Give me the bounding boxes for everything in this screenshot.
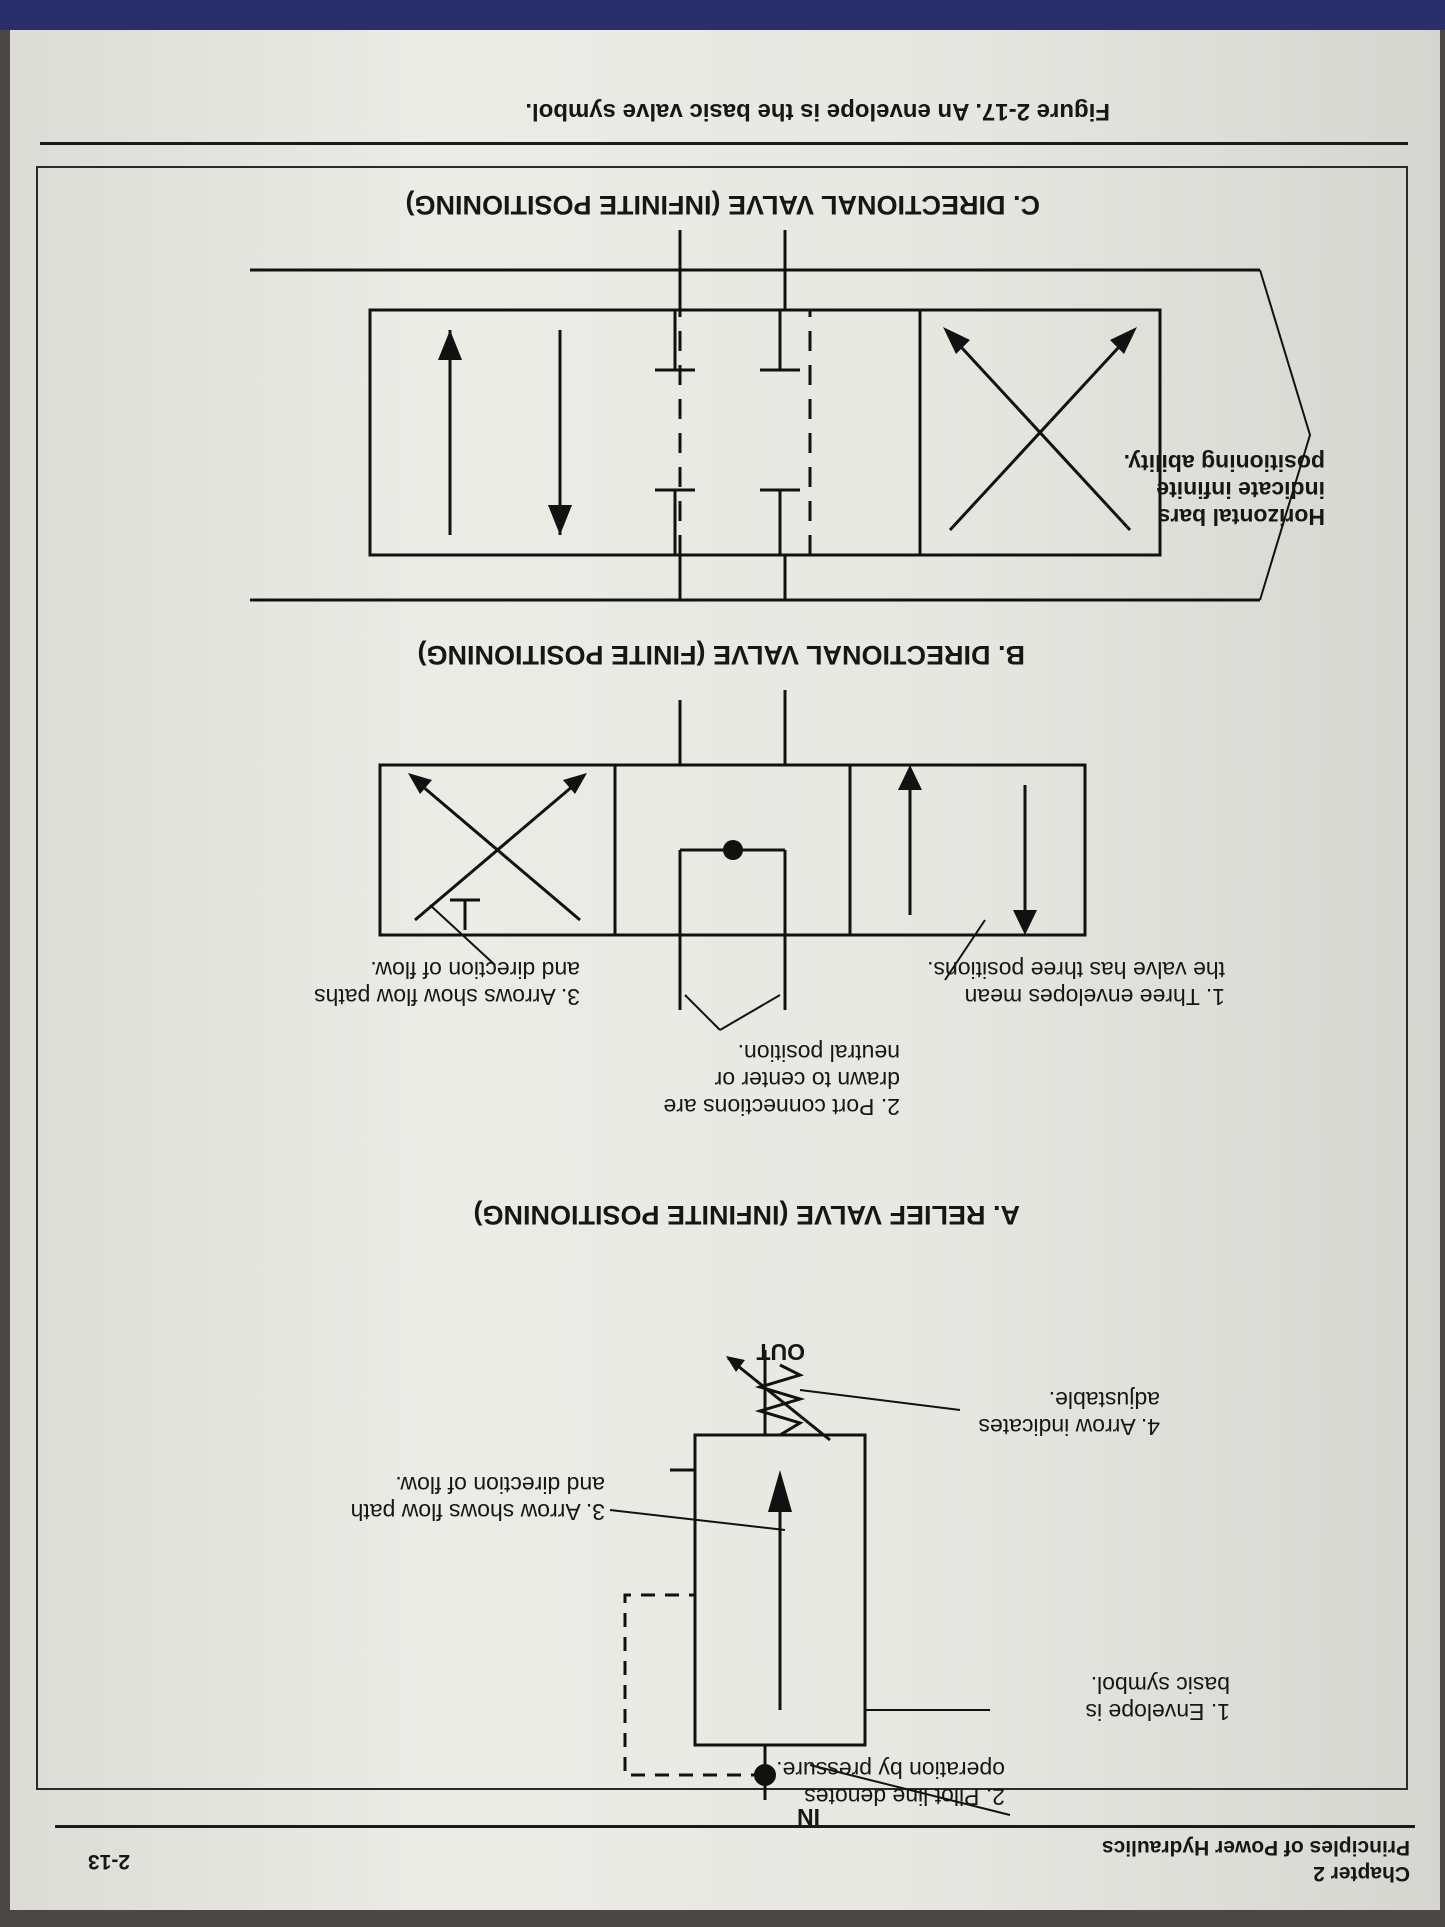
leader-b3 [429,904,496,966]
leader-a2 [809,1764,1011,1816]
envelope-c-body [368,308,922,557]
leader-b1 [944,919,986,981]
spring-icon [754,1363,806,1437]
relief-valve-diagram [609,1350,1011,1816]
caption-rule [40,142,1408,145]
directional-finite-diagram [378,690,1087,1031]
section-c-title: C. DIRECTIONAL VALVE (INFINITE POSITIONI… [405,190,1040,220]
leader-a4 [799,1389,961,1411]
pilot-line [623,1593,765,1777]
adjust-arrow-icon [726,1356,745,1372]
figure-caption: Figure 2-17. An envelope is the basic va… [525,98,1110,125]
leader-b2 [719,994,781,1031]
book-page: Chapter 2 Principles of Power Hydraulics… [10,30,1440,1910]
bracket-leader [1259,269,1312,601]
leader-a3 [609,1509,786,1531]
envelope-right [378,763,617,937]
directional-infinite-diagram [250,230,1312,602]
